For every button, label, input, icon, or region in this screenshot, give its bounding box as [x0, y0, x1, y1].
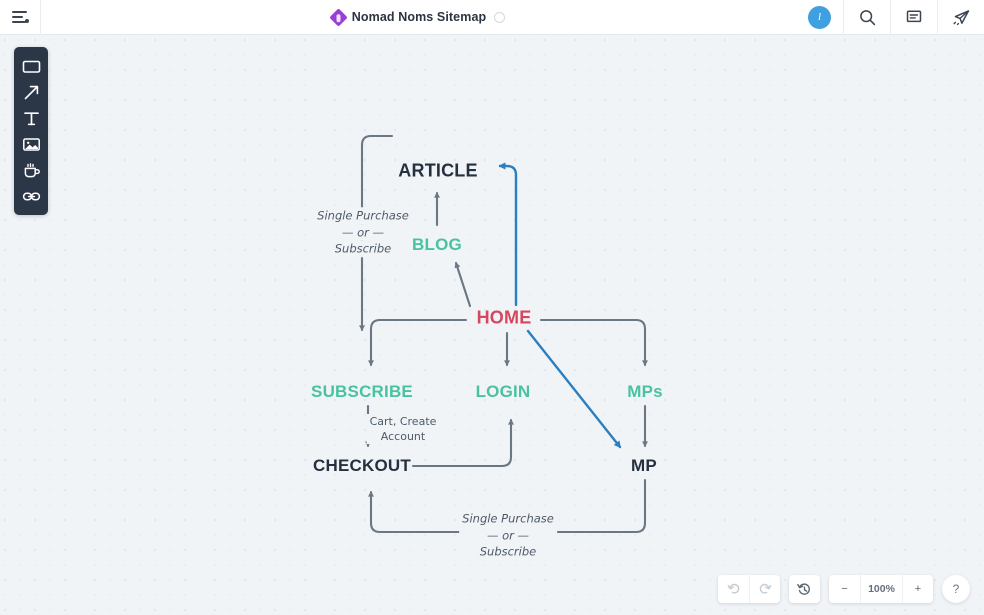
- help-button[interactable]: ?: [942, 575, 970, 603]
- redo-button[interactable]: [749, 575, 780, 603]
- menu-button[interactable]: [0, 0, 41, 35]
- page-title: Nomad Noms Sitemap: [351, 10, 487, 24]
- share-button[interactable]: [937, 0, 984, 35]
- edge-label-line: Subscribe: [314, 240, 412, 257]
- bottom-controls: − 100% + ?: [718, 575, 970, 603]
- shape-tool[interactable]: [14, 53, 48, 79]
- menu-icon: [11, 11, 29, 23]
- image-tool[interactable]: [14, 131, 48, 157]
- sticker-tool[interactable]: [14, 157, 48, 183]
- comment-icon: [906, 10, 922, 23]
- edge-label-line: Subscribe: [459, 543, 557, 560]
- node-mps[interactable]: MPs: [627, 382, 663, 401]
- send-icon: [953, 9, 969, 25]
- node-article[interactable]: ARTICLE: [398, 160, 478, 181]
- comments-button[interactable]: [890, 0, 937, 35]
- history-button[interactable]: [789, 575, 820, 603]
- top-bar: Nomad Noms Sitemap l: [0, 0, 984, 35]
- link-icon: [22, 191, 40, 201]
- node-blog[interactable]: BLOG: [412, 235, 462, 254]
- search-button[interactable]: [843, 0, 890, 35]
- history-icon: [797, 583, 810, 595]
- diamond-icon: [329, 7, 348, 27]
- text-tool[interactable]: [14, 105, 48, 131]
- undo-icon: [727, 583, 739, 594]
- tool-palette: [14, 47, 48, 215]
- edge-label-line: Cart, Create: [366, 414, 440, 429]
- edge-label-line: Single Purchase: [459, 510, 557, 527]
- edge-label-subscribe-checkout: Cart, Create Account: [366, 414, 440, 444]
- undo-redo-group: [718, 575, 780, 603]
- edge-label-article-subscribe: Single Purchase — or — Subscribe: [314, 207, 412, 257]
- zoom-in-button[interactable]: +: [902, 575, 933, 603]
- zoom-group: − 100% +: [829, 575, 933, 603]
- link-tool[interactable]: [14, 183, 48, 209]
- zoom-level: 100%: [860, 575, 902, 603]
- edge-label-line: — or —: [314, 223, 412, 241]
- edge-label-mp-checkout: Single Purchase — or — Subscribe: [459, 510, 557, 560]
- arrow-tool[interactable]: [14, 79, 48, 105]
- cup-icon: [24, 162, 40, 177]
- avatar: l: [808, 5, 831, 29]
- avatar-button[interactable]: l: [796, 0, 843, 35]
- arrow-icon: [24, 85, 38, 99]
- node-login[interactable]: LOGIN: [475, 382, 531, 401]
- document-title-area[interactable]: Nomad Noms Sitemap: [41, 0, 796, 35]
- top-bar-actions: l: [796, 0, 984, 35]
- zoom-out-button[interactable]: −: [841, 583, 848, 595]
- rectangle-icon: [22, 60, 40, 73]
- node-home[interactable]: HOME: [476, 307, 532, 328]
- canvas[interactable]: ARTICLE BLOG HOME SUBSCRIBE LOGIN MPs CH…: [0, 35, 984, 615]
- highlight-connector-home-mp: [526, 329, 622, 449]
- edge-label-line: Account: [366, 429, 440, 444]
- image-icon: [22, 137, 40, 151]
- highlight-connector-home-article: [498, 162, 518, 307]
- text-icon: [23, 111, 39, 125]
- search-icon: [859, 9, 875, 25]
- node-mp[interactable]: MP: [631, 456, 657, 475]
- status-circle-icon: [494, 11, 506, 23]
- history-group: [789, 575, 820, 603]
- edge-label-line: — or —: [459, 526, 557, 544]
- edge-label-line: Single Purchase: [314, 207, 412, 224]
- sitemap-diagram[interactable]: ARTICLE BLOG HOME SUBSCRIBE LOGIN MPs CH…: [0, 35, 984, 615]
- node-subscribe[interactable]: SUBSCRIBE: [311, 382, 413, 401]
- node-checkout[interactable]: CHECKOUT: [313, 456, 411, 475]
- redo-icon: [759, 583, 772, 594]
- undo-button[interactable]: [718, 575, 749, 603]
